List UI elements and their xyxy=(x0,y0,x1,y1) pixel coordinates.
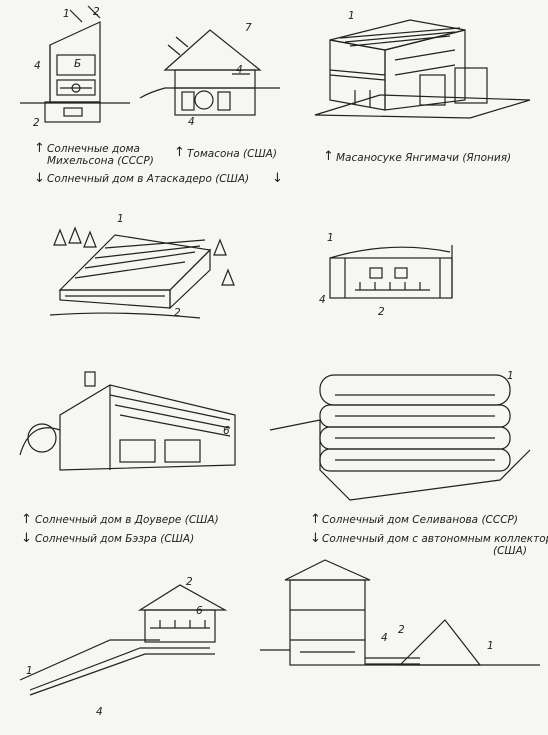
arrow-up-dover: ↑ xyxy=(21,512,32,527)
label-2-michelson: 2 xyxy=(93,6,100,18)
arrow-up-selivanov: ↑ xyxy=(310,512,321,527)
thomason-house-drawing xyxy=(139,29,280,116)
arrow-up-michelson: ↑ xyxy=(34,141,45,156)
caption-yanagimachi: Масаносуке Янгимачи (Япония) xyxy=(336,152,512,164)
arrow-down-autonomous: ↓ xyxy=(310,531,321,546)
arrow-down-atascadero-right: ↓ xyxy=(272,171,283,186)
label-1-section: 1 xyxy=(327,232,334,244)
label-6-dover: 6 xyxy=(223,425,230,437)
label-2b-bottom: 2 xyxy=(398,624,405,636)
caption-michelson-line1: Солнечные дома xyxy=(47,143,140,155)
label-4-section: 4 xyxy=(319,294,326,306)
label-2-section: 2 xyxy=(378,306,385,318)
section-house-drawing xyxy=(329,245,453,299)
label-1-bottom: 1 xyxy=(26,665,33,677)
arrow-down-baer: ↓ xyxy=(21,531,32,546)
caption-dover: Солнечный дом в Доувере (США) xyxy=(35,514,219,526)
caption-thomason: Томасона (США) xyxy=(187,148,277,160)
michelson-house-drawing xyxy=(20,5,130,123)
label-2b-michelson: 2 xyxy=(33,117,40,129)
label-1b-bottom: 1 xyxy=(487,640,494,652)
label-6-bottom: 6 xyxy=(196,605,203,617)
arrow-down-atascadero: ↓ xyxy=(34,171,45,186)
label-2-atascadero: 2 xyxy=(174,307,181,319)
caption-autonomous-line1: Солнечный дом с автономным коллектором xyxy=(322,533,548,545)
caption-selivanov: Солнечный дом Селиванова (СССР) xyxy=(322,514,518,526)
selivanov-house-drawing xyxy=(269,374,531,501)
label-4-bottom: 4 xyxy=(96,706,103,718)
label-1-michelson: 1 xyxy=(63,8,70,20)
dover-house-drawing xyxy=(19,371,236,471)
label-2-bottom: 2 xyxy=(186,576,193,588)
yanagimachi-house-drawing xyxy=(314,19,531,119)
label-4-michelson: 4 xyxy=(34,60,41,72)
arrow-up-yanagimachi: ↑ xyxy=(323,149,334,164)
label-1-atascadero: 1 xyxy=(117,213,124,225)
label-1-selivanov: 1 xyxy=(507,370,514,382)
caption-baer: Солнечный дом Бэзра (США) xyxy=(35,533,195,545)
atascadero-house-drawing xyxy=(49,226,235,319)
label-4-thomason: 4 xyxy=(236,64,243,76)
label-4b-thomason: 4 xyxy=(188,116,195,128)
label-4b-bottom: 4 xyxy=(381,632,388,644)
caption-autonomous-line2: (США) xyxy=(493,545,527,557)
label-7-thomason: 7 xyxy=(245,22,252,34)
caption-atascadero: Солнечный дом в Атаскадеро (США) xyxy=(47,173,250,185)
label-b-michelson: Б xyxy=(74,58,82,70)
label-1-yanagimachi: 1 xyxy=(348,10,355,22)
caption-michelson-line2: Михельсона (СССР) xyxy=(47,155,154,167)
arrow-up-thomason: ↑ xyxy=(174,145,185,160)
autonomous-collector-drawing xyxy=(19,559,540,696)
